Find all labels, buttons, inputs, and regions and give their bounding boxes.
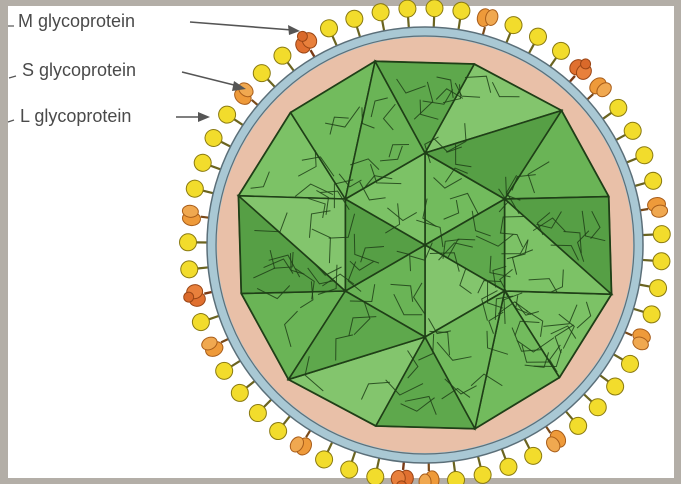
- label-tick: [9, 76, 16, 78]
- callout-arrow-m: [190, 22, 292, 30]
- s-glycoprotein-spike: [398, 0, 417, 30]
- s-glycoprotein-spike: [179, 234, 209, 251]
- callout-arrow-s: [182, 72, 238, 86]
- s-glycoprotein-spike: [180, 259, 211, 279]
- label-s-glycoprotein: S glycoprotein: [22, 60, 136, 80]
- s-glycoprotein-spike: [640, 251, 671, 270]
- callout-l-glycoprotein: L glycoprotein: [8, 106, 210, 126]
- callout-s-glycoprotein: S glycoprotein: [9, 60, 246, 91]
- s-glycoprotein-spike: [640, 225, 670, 243]
- s-glycoprotein-spike: [425, 0, 443, 30]
- icosahedral-capsid: [239, 61, 612, 428]
- arrowhead-l: [198, 112, 210, 122]
- m-glycoprotein-spike: [419, 461, 439, 484]
- label-l-glycoprotein: L glycoprotein: [20, 106, 131, 126]
- label-m-glycoprotein: M glycoprotein: [18, 11, 135, 31]
- callout-m-glycoprotein: M glycoprotein: [8, 11, 300, 35]
- label-tick: [8, 120, 14, 122]
